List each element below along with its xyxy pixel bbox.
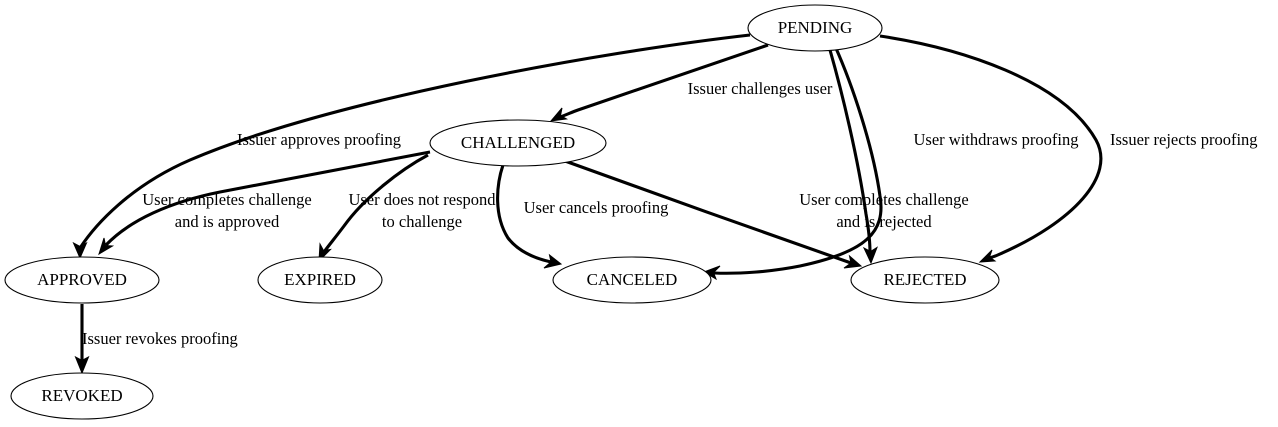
edge-label-pending-challenged: Issuer challenges user [688, 79, 833, 98]
edge-path-challenged-canceled [496, 164, 552, 264]
edge-path-pending-rejected-reject [879, 34, 1103, 260]
node-pending[interactable]: PENDING [747, 4, 883, 52]
arrowhead-pending-canceled [702, 265, 721, 281]
edge-label-approved-revoked: Issuer revokes proofing [82, 329, 238, 348]
arrowhead-challenged-approved [98, 237, 115, 256]
edge-challenged-to-expired: User does not respond to challenge [318, 153, 496, 263]
node-revoked-label: REVOKED [41, 386, 122, 405]
node-challenged-ellipse[interactable] [429, 119, 607, 167]
edge-path-pending-challenged [559, 43, 769, 119]
arrowhead-pending-approved [72, 241, 88, 260]
edge-label-pending-canceled-line1: User completes challenge [799, 190, 969, 209]
node-canceled-ellipse[interactable] [552, 256, 712, 304]
arrowhead-pending-challenged [549, 107, 569, 122]
edge-pending-to-rejected-reject: Issuer rejects proofing [879, 34, 1258, 263]
edge-label-challenged-canceled: User cancels proofing [524, 198, 669, 217]
edge-path-challenged-rejected [564, 159, 852, 265]
arrowhead-challenged-canceled [543, 253, 563, 269]
node-expired-label: EXPIRED [284, 270, 356, 289]
node-canceled-label: CANCELED [587, 270, 678, 289]
edge-pending-to-challenged: Issuer challenges user [549, 43, 833, 122]
edge-pending-to-approved: Issuer approves proofing [72, 33, 751, 260]
node-approved-label: APPROVED [37, 270, 127, 289]
edge-approved-to-revoked: Issuer revokes proofing [74, 304, 238, 375]
edge-pending-to-canceled: User completes challenge and is rejected [702, 45, 969, 281]
node-pending-ellipse[interactable] [747, 4, 883, 52]
node-revoked-ellipse[interactable] [10, 372, 154, 420]
edge-path-challenged-approved [104, 150, 431, 247]
arrowhead-challenged-rejected [843, 254, 863, 269]
arrowhead-pending-rejected-withdraw [862, 246, 879, 265]
node-expired-ellipse[interactable] [257, 256, 383, 304]
node-rejected-label: REJECTED [883, 270, 966, 289]
edge-label-pending-approved: Issuer approves proofing [237, 130, 401, 149]
node-pending-label: PENDING [778, 18, 853, 37]
edge-label-pending-canceled-line2: and is rejected [836, 212, 932, 231]
edge-label-challenged-approved-line1: User completes challenge [142, 190, 312, 209]
edge-challenged-to-rejected [564, 159, 863, 269]
edge-challenged-to-approved: User completes challenge and is approved [98, 150, 431, 256]
node-challenged-label: CHALLENGED [461, 133, 575, 152]
edge-path-pending-canceled [713, 45, 883, 275]
edge-path-pending-rejected-withdraw [828, 49, 872, 254]
node-challenged[interactable]: CHALLENGED [429, 119, 607, 167]
edge-pending-to-rejected-withdraw: User withdraws proofing [828, 49, 1079, 265]
node-expired[interactable]: EXPIRED [257, 256, 383, 304]
node-rejected[interactable]: REJECTED [850, 256, 1000, 304]
edge-path-pending-approved [78, 33, 751, 249]
edge-challenged-to-canceled: User cancels proofing [496, 164, 669, 269]
node-revoked[interactable]: REVOKED [10, 372, 154, 420]
arrowhead-approved-revoked [74, 355, 90, 375]
node-approved[interactable]: APPROVED [4, 256, 160, 304]
edge-path-challenged-expired [322, 153, 429, 253]
node-canceled[interactable]: CANCELED [552, 256, 712, 304]
edge-label-challenged-approved-line2: and is approved [175, 212, 280, 231]
arrowhead-pending-rejected-reject [978, 249, 997, 263]
edge-label-pending-rejected-withdraw: User withdraws proofing [914, 130, 1079, 149]
edge-label-challenged-expired-line2: to challenge [382, 212, 462, 231]
edge-label-pending-rejected-reject: Issuer rejects proofing [1110, 130, 1258, 149]
edge-label-challenged-expired-line1: User does not respond [348, 190, 496, 209]
node-rejected-ellipse[interactable] [850, 256, 1000, 304]
node-approved-ellipse[interactable] [4, 256, 160, 304]
